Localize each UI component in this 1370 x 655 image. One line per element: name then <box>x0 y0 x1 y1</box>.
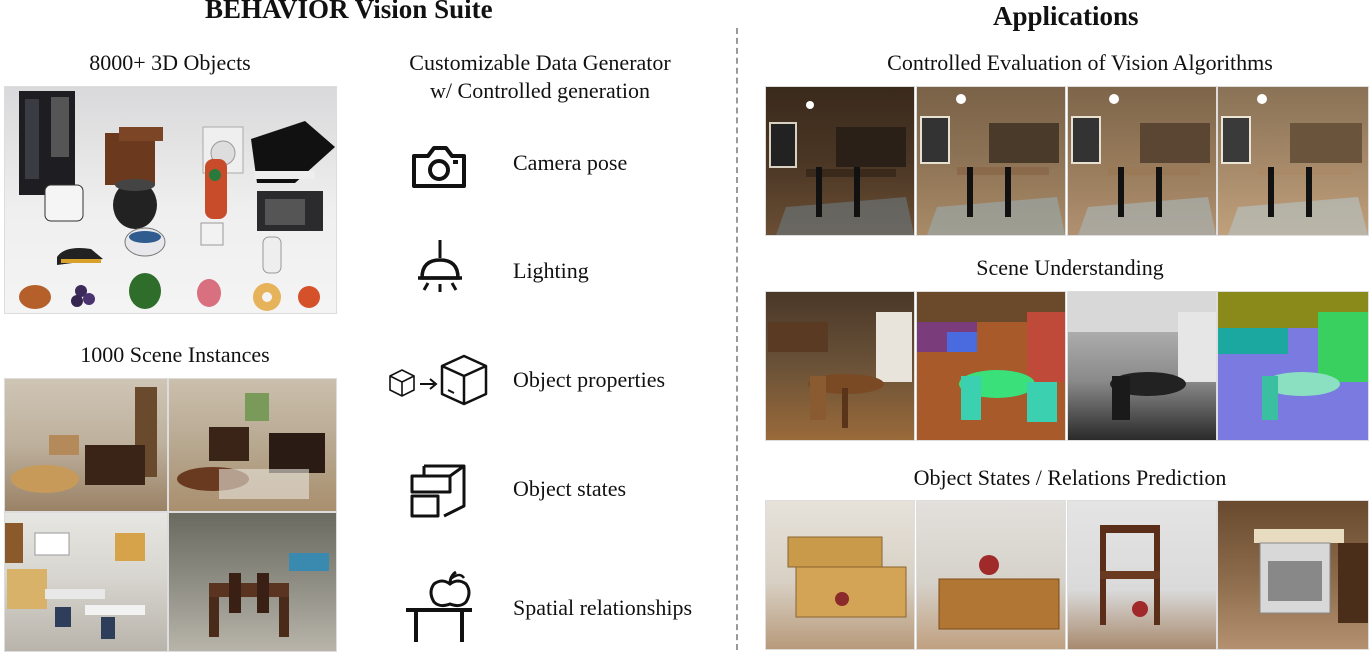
scene-understanding-normal-image <box>1217 291 1369 441</box>
object-states-chair-image <box>1067 500 1217 650</box>
section-caption-controlled-evaluation: Controlled Evaluation of Vision Algorith… <box>887 50 1273 75</box>
scene-understanding-rgb-drawing <box>768 312 912 428</box>
section-divider <box>736 28 738 650</box>
section-caption-object-states-relations: Object States / Relations Prediction <box>913 465 1227 490</box>
objects-collage-drawing <box>19 91 335 311</box>
ceiling-lamp-icon <box>414 238 466 300</box>
generator-caption-line2: w/ Controlled generation <box>430 78 650 103</box>
controlled-eval-image-1-drawing <box>769 101 914 235</box>
object-states-dishwasher-image <box>1217 500 1369 650</box>
scene-instance-dining-room <box>168 512 337 652</box>
factor-label-lighting: Lighting <box>513 258 589 283</box>
applications-title: Applications <box>993 1 1139 31</box>
box-transform-icon-svg <box>389 354 488 406</box>
scene-living-room-1-drawing <box>11 387 157 493</box>
controlled-eval-image-2-drawing <box>920 94 1065 235</box>
controlled-eval-image-1 <box>765 86 915 236</box>
scene-understanding-depth-image <box>1067 291 1217 441</box>
object-states-dishwasher-drawing <box>1254 529 1368 623</box>
controlled-eval-image-4 <box>1217 86 1369 236</box>
scene-instance-living-room-2 <box>168 378 337 512</box>
suite-title: BEHAVIOR Vision Suite <box>205 0 493 24</box>
factor-label-camera-pose: Camera pose <box>513 150 628 175</box>
controlled-eval-image-4-drawing <box>1221 94 1368 235</box>
scene-classroom-drawing <box>5 523 145 639</box>
apple-on-table-icon-svg <box>406 570 472 642</box>
object-states-chest-image <box>916 500 1066 650</box>
apple-on-table-icon <box>404 568 474 644</box>
object-states-chest-drawing <box>938 555 1060 630</box>
scene-living-room-2-drawing <box>177 393 325 499</box>
controlled-eval-image-2 <box>916 86 1066 236</box>
scene-instance-classroom <box>4 512 168 652</box>
box-transform-icon <box>386 352 490 408</box>
scene-understanding-rgb-image <box>765 291 915 441</box>
object-states-drawer-drawing <box>787 536 907 618</box>
objects-collage-image <box>4 86 337 314</box>
scene-understanding-normal-drawing <box>1218 292 1368 420</box>
factor-label-spatial-relationships: Spatial relationships <box>513 595 693 620</box>
open-cabinet-icon-svg <box>410 464 466 518</box>
controlled-eval-image-3-drawing <box>1071 94 1216 235</box>
scene-understanding-segmentation-drawing <box>917 292 1065 422</box>
controlled-eval-image-3 <box>1067 86 1217 236</box>
open-cabinet-icon <box>408 462 470 520</box>
object-states-chair-drawing <box>1100 525 1160 625</box>
ceiling-lamp-icon-svg <box>418 240 462 292</box>
scene-instance-living-room-1 <box>4 378 168 512</box>
objects-caption: 8000+ 3D Objects <box>89 50 251 75</box>
scenes-caption: 1000 Scene Instances <box>80 342 270 367</box>
factor-label-object-states: Object states <box>513 476 627 501</box>
camera-icon <box>410 142 468 190</box>
scene-understanding-segmentation-image <box>916 291 1066 441</box>
scene-understanding-depth-drawing <box>1068 292 1216 420</box>
scene-dining-room-drawing <box>209 553 329 637</box>
factor-label-object-properties: Object properties <box>513 367 666 392</box>
camera-icon-svg <box>412 146 466 188</box>
object-states-drawer-image <box>765 500 915 650</box>
section-caption-scene-understanding: Scene Understanding <box>976 255 1164 280</box>
generator-caption-line1: Customizable Data Generator <box>409 50 671 75</box>
